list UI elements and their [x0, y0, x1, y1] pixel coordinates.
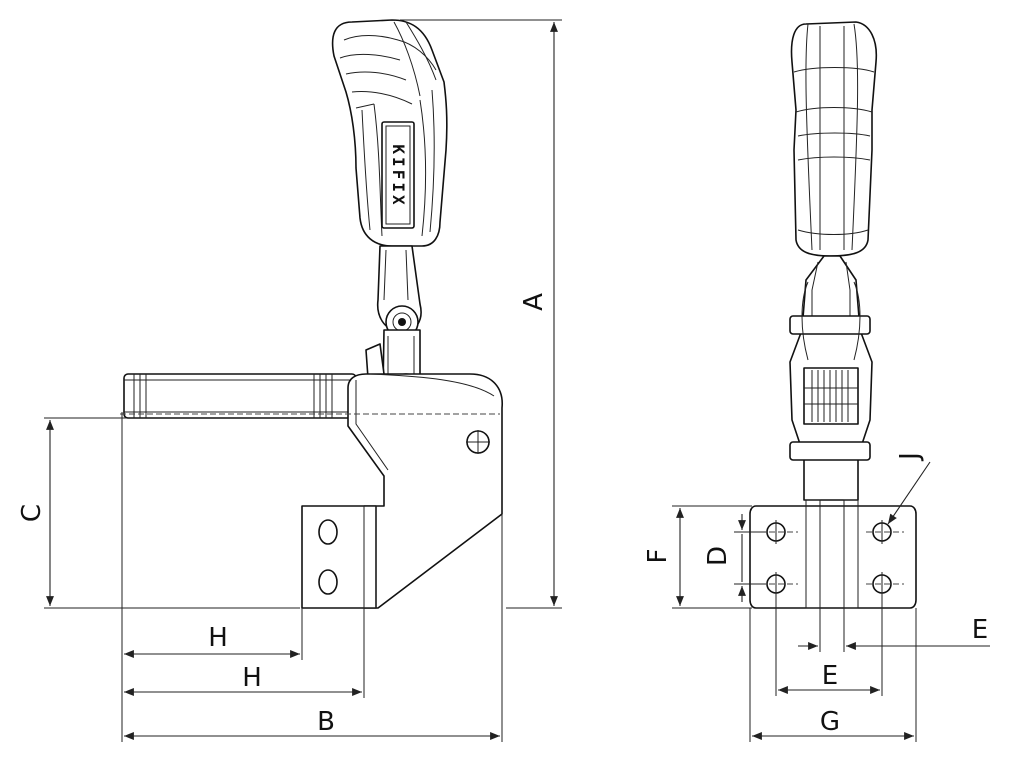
dimension-e-lower-label: E: [822, 661, 838, 691]
front-view: F D J E E: [643, 21, 990, 742]
handle-grip: [331, 19, 448, 247]
front-linkage: [789, 255, 873, 501]
dimension-h-upper-label: H: [208, 623, 228, 653]
dimension-c: C: [17, 417, 300, 609]
handle-arm: [376, 245, 422, 339]
dimension-j-label: J: [895, 452, 925, 462]
front-handle-grip: [790, 21, 878, 257]
base-plate: [301, 505, 377, 609]
dimension-j: J: [887, 452, 931, 525]
dimension-e-right: E: [798, 608, 990, 652]
base-hole-lower: [318, 569, 338, 595]
dimension-h-lower: H: [124, 663, 362, 696]
base-hole-upper: [318, 519, 338, 545]
dimension-b: B: [124, 707, 500, 740]
dimension-b-label: B: [317, 707, 335, 737]
front-base-plate: [749, 499, 917, 609]
side-view: KIFIX: [17, 19, 562, 742]
dimension-d: D: [703, 514, 766, 602]
dimension-h-upper: H: [124, 623, 300, 658]
dimension-g: G: [749, 608, 917, 742]
dimension-g-label: G: [820, 707, 840, 737]
dimension-a-label: A: [519, 293, 549, 311]
dimension-h-lower-label: H: [242, 663, 262, 693]
dimension-f: F: [643, 505, 752, 609]
dimension-a: A: [400, 19, 562, 609]
dimension-f-label: F: [643, 549, 673, 564]
plunger-bar: [123, 373, 357, 419]
dimension-d-label: D: [703, 546, 733, 566]
svg-text:KIFIX: KIFIX: [389, 144, 408, 207]
dimension-e-right-label: E: [972, 615, 988, 645]
brand-label: KIFIX: [389, 144, 408, 207]
dimension-e-lower: E: [775, 596, 883, 696]
dimension-c-label: C: [17, 504, 47, 522]
